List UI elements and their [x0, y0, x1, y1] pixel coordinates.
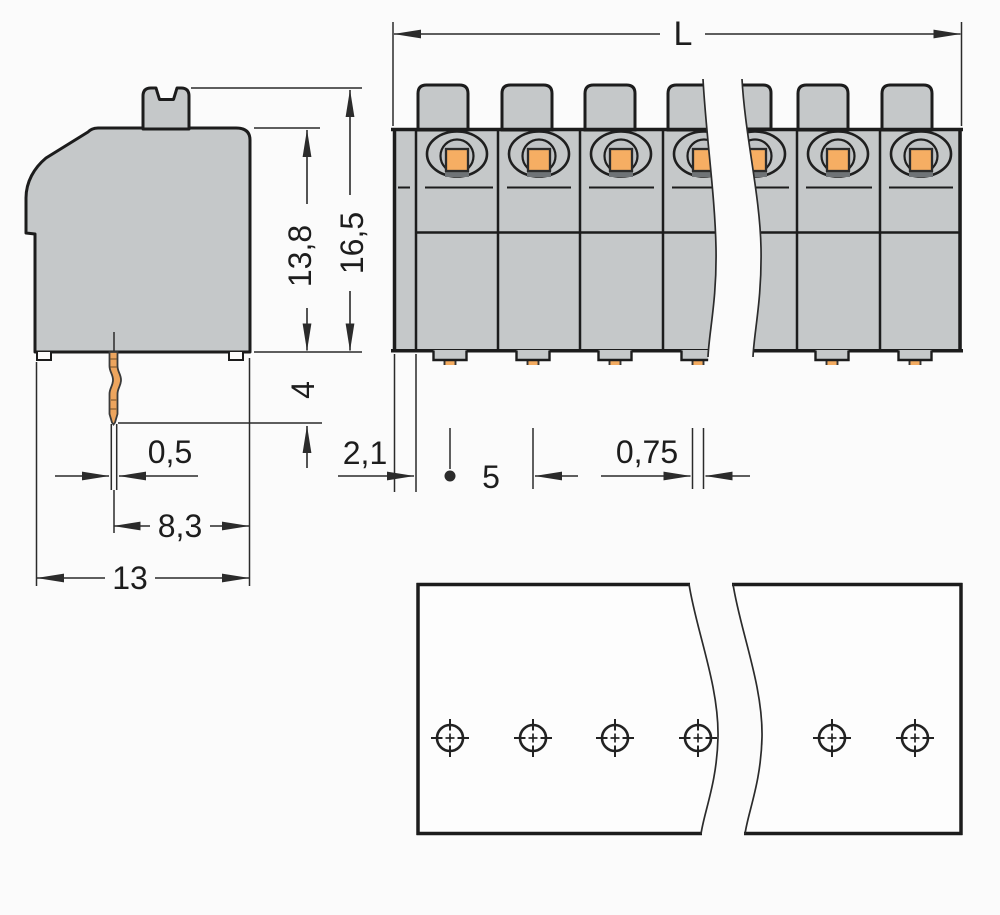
- dimension-front-pin-width: 0,75: [601, 434, 750, 481]
- dimension-total-height: 16,5: [334, 89, 370, 351]
- dimension-total-length: L: [393, 15, 961, 53]
- pcb-edges: [416, 582, 963, 836]
- front-view: L 2,1 5 0,75: [338, 15, 963, 495]
- side-view: 13,8 16,5 4 0,5 8,3 13: [24, 86, 370, 596]
- dimension-origin-dot: [444, 470, 456, 482]
- push-button: [500, 83, 554, 132]
- solder-pin: [825, 353, 839, 365]
- solder-pin: [443, 353, 457, 365]
- pin-pedestal: [432, 348, 468, 362]
- break-line: [688, 583, 719, 835]
- drilling-plan: [416, 582, 963, 836]
- dim-pole-pitch-label: 5: [482, 459, 500, 495]
- dim-front-pin-width-label: 0,75: [616, 434, 678, 470]
- dimension-end-offset: 2,1: [338, 435, 415, 481]
- dim-total-length-label: L: [674, 15, 693, 53]
- dimension-pin-to-back: 8,3: [113, 508, 250, 544]
- push-button: [796, 83, 850, 132]
- pin-pedestal: [897, 348, 933, 362]
- front-view-right-section: [742, 83, 963, 365]
- dimension-body-height: 13,8: [282, 129, 318, 351]
- break-line: [732, 583, 763, 835]
- clamp-opening: [889, 130, 953, 179]
- solder-pin: [526, 353, 540, 365]
- push-button: [416, 83, 470, 132]
- dim-body-height-label: 13,8: [282, 225, 318, 287]
- clamp-opening: [672, 130, 717, 179]
- dim-end-offset-label: 2,1: [343, 435, 387, 471]
- push-button-side: [141, 86, 191, 131]
- dim-pin-protrusion-label: 4: [285, 381, 321, 399]
- push-button: [583, 83, 637, 132]
- break-line: [741, 78, 762, 358]
- pin-pedestal: [515, 348, 551, 362]
- push-button: [880, 83, 934, 132]
- solder-pin-side: [108, 351, 122, 426]
- pin-pedestal: [814, 348, 850, 362]
- dimension-pole-pitch: 5: [444, 459, 578, 495]
- pin-pedestal: [680, 348, 716, 362]
- push-button: [666, 83, 717, 132]
- mounting-foot-left: [36, 352, 52, 361]
- mounting-foot-right: [228, 352, 244, 361]
- pcb-right: [733, 584, 961, 834]
- pcb-left: [418, 584, 719, 834]
- dim-total-depth-label: 13: [112, 560, 148, 596]
- clamp-opening: [507, 130, 571, 179]
- pole-dividers: [795, 128, 882, 351]
- dim-total-height-label: 16,5: [334, 212, 370, 274]
- pole-dividers: [414, 128, 665, 351]
- front-extension-lines: [392, 22, 963, 492]
- clamp-opening: [742, 130, 787, 179]
- clamp-opening: [425, 130, 489, 179]
- pin-shading-bands: [110, 358, 117, 410]
- clamp-opening: [589, 130, 653, 179]
- solder-pin: [691, 353, 705, 365]
- solder-pin: [608, 353, 622, 365]
- pin-pedestal: [597, 348, 633, 362]
- solder-pin: [908, 353, 922, 365]
- housing-side-profile: [24, 126, 252, 354]
- dimension-pin-protrusion: 4: [285, 381, 321, 468]
- dim-pin-to-back-label: 8,3: [158, 508, 202, 544]
- dimension-total-depth: 13: [36, 560, 250, 596]
- dim-pin-thickness-label: 0,5: [148, 434, 192, 470]
- break-line: [702, 78, 717, 358]
- dimension-pin-thickness: 0,5: [55, 434, 198, 481]
- front-view-left-section: [391, 83, 717, 365]
- clamp-opening: [806, 130, 870, 179]
